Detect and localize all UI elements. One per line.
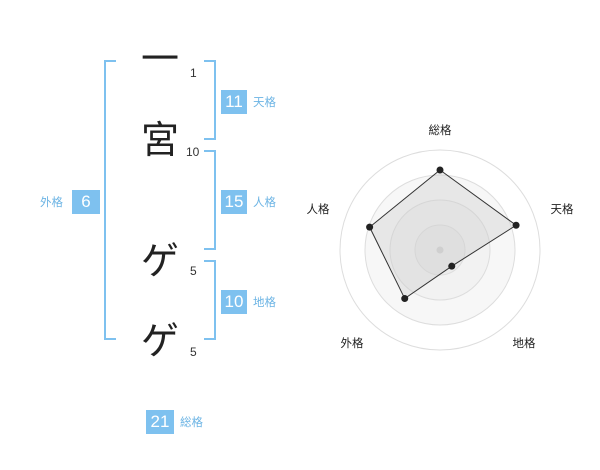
tenkaku-label: 天格 <box>253 95 276 109</box>
soukaku-label: 総格 <box>180 415 203 429</box>
gaikaku-value-badge: 6 <box>72 190 100 214</box>
name-char-1: 一 <box>141 37 180 81</box>
jinkaku-value-badge: 15 <box>221 190 247 214</box>
stroke-count-3: 5 <box>190 264 197 278</box>
radar-point-2 <box>512 221 520 229</box>
name-char-2: 宮 <box>141 118 180 162</box>
gaikaku-label: 外格 <box>40 195 63 209</box>
radar-axis-label-jinkaku: 人格 <box>306 202 330 216</box>
radar-axis-label-tenkaku: 天格 <box>550 202 574 216</box>
radar-point-4 <box>401 295 409 303</box>
chikaku-bracket <box>204 260 216 340</box>
stroke-count-2: 10 <box>186 145 200 159</box>
stroke-count-4: 5 <box>190 345 197 359</box>
radar-axis-label-soukaku: 総格 <box>428 123 452 137</box>
gaikaku-bracket <box>104 60 116 340</box>
radar-axis-label-gaikaku: 外格 <box>340 336 364 350</box>
tenkaku-bracket <box>204 60 216 140</box>
radar-point-5 <box>366 223 374 231</box>
jinkaku-label: 人格 <box>253 195 276 209</box>
radar-point-3 <box>448 262 456 270</box>
radar-polygon <box>368 169 517 300</box>
jinkaku-bracket <box>204 150 216 250</box>
name-char-4: ゲ <box>141 319 180 363</box>
soukaku-value-badge: 21 <box>146 410 174 434</box>
radar-chart <box>339 149 541 351</box>
name-char-3: ゲ <box>141 239 180 283</box>
stroke-count-1: 1 <box>190 66 197 80</box>
radar-center-dot <box>436 246 444 254</box>
chikaku-value-badge: 10 <box>221 290 247 314</box>
tenkaku-value-badge: 11 <box>221 90 247 114</box>
chikaku-label: 地格 <box>253 295 276 309</box>
radar-axis-label-chikaku: 地格 <box>512 336 536 350</box>
radar-point-1 <box>436 166 444 174</box>
